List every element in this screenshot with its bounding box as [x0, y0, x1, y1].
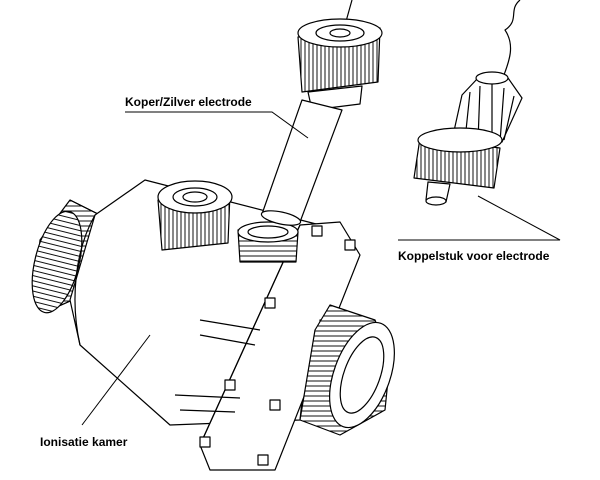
electrode-leader-line: [125, 111, 309, 139]
chamber-body: [31, 179, 395, 471]
knurled-cap-left: [157, 180, 233, 251]
electrode-port: [237, 221, 299, 263]
chamber-leader-line: [81, 334, 151, 426]
coupler-assembly: [413, 0, 523, 206]
electrode-rod: [261, 99, 343, 223]
flange-bolts: [199, 225, 356, 466]
electrode-label: Koper/Zilver electrode: [125, 95, 252, 109]
coupler-leader-line: [398, 195, 561, 241]
right-threaded-end: [299, 304, 395, 436]
coupler-label: Koppelstuk voor electrode: [398, 249, 550, 263]
electrode-assembly: [260, 0, 383, 226]
chamber-label: Ionisatie kamer: [40, 435, 128, 449]
left-threaded-end: [31, 199, 101, 314]
